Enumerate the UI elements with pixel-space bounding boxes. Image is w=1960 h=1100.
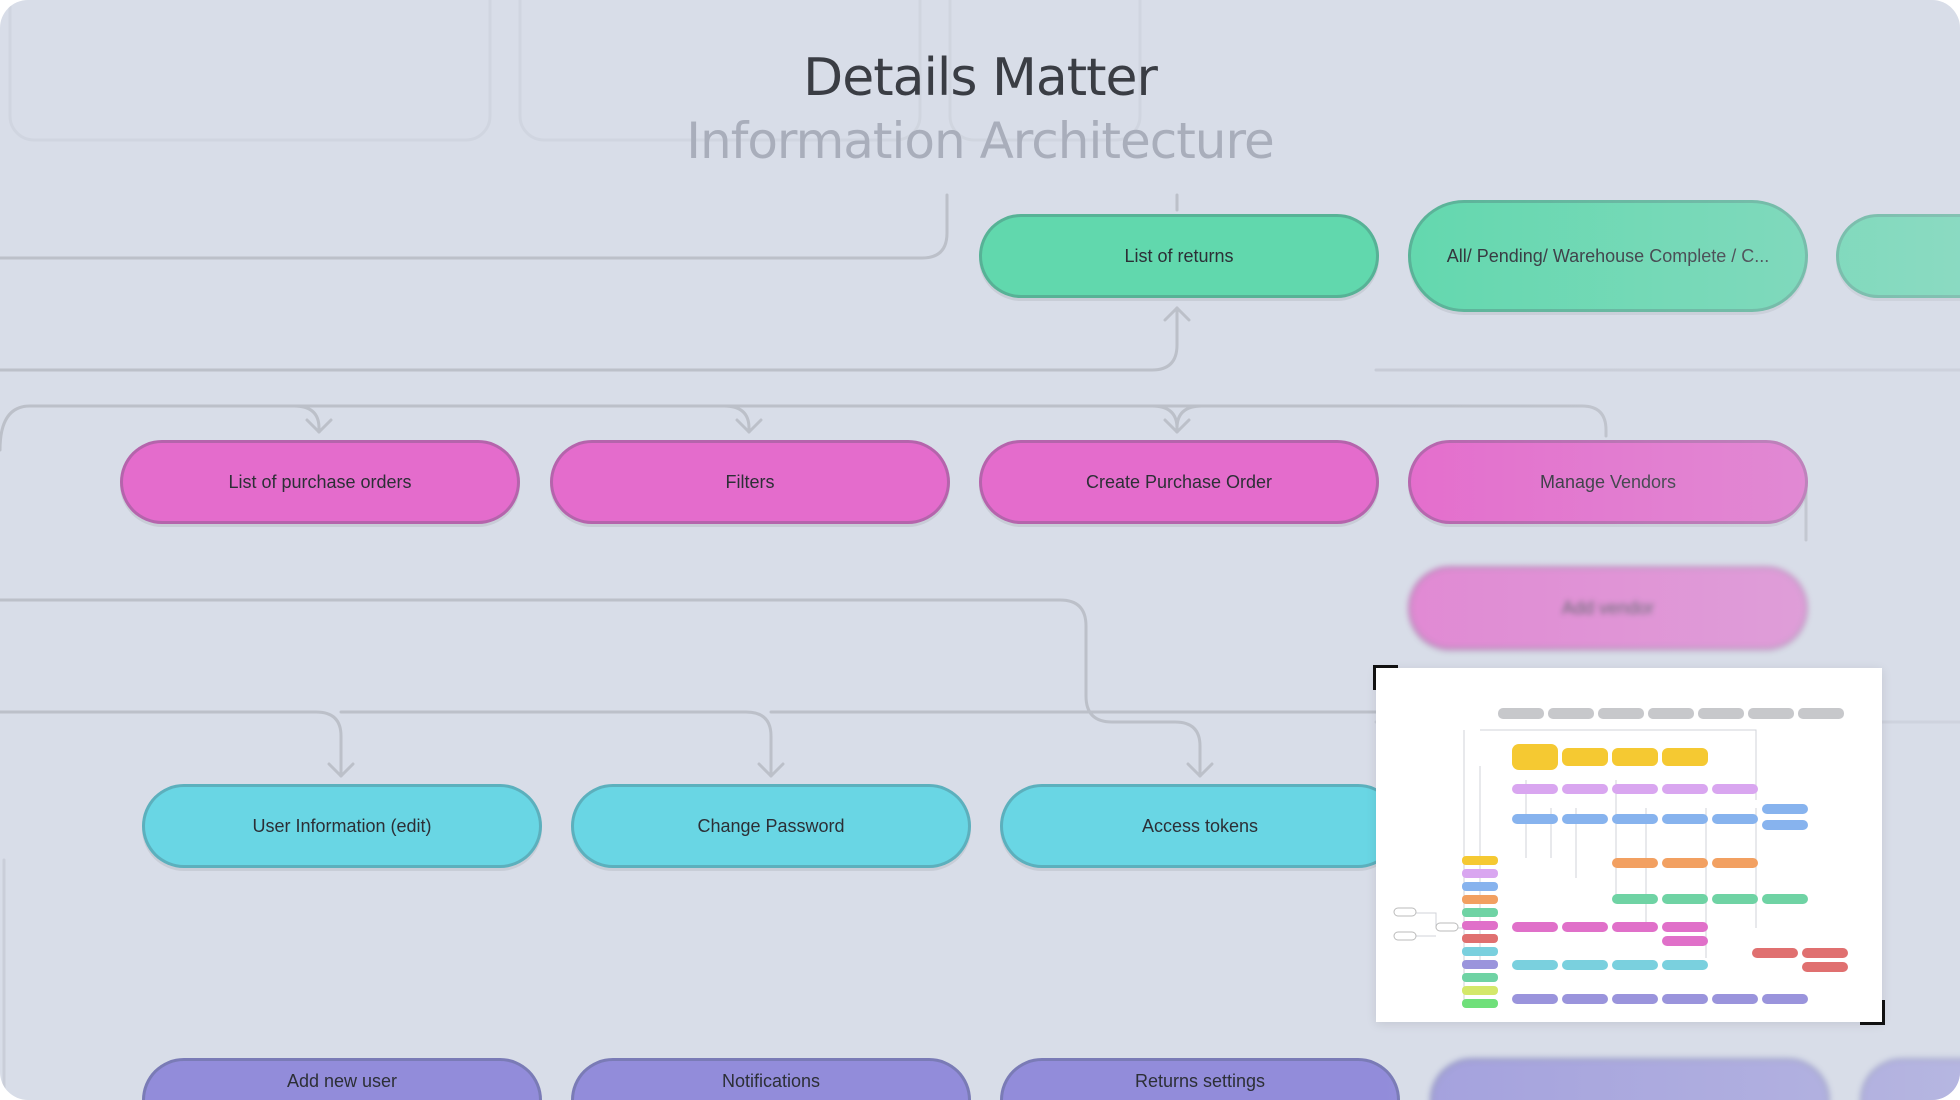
- node-purple-blurred-1[interactable]: [1430, 1058, 1830, 1100]
- node-filters[interactable]: Filters: [550, 440, 950, 524]
- minimap-corner-bottom-right: [1860, 1000, 1885, 1025]
- minimap-corner-top-left: [1373, 665, 1398, 690]
- node-change-password[interactable]: Change Password: [571, 784, 971, 868]
- node-list-of-purchase-orders[interactable]: List of purchase orders: [120, 440, 520, 524]
- node-list-of-returns[interactable]: List of returns: [979, 214, 1379, 298]
- node-access-tokens[interactable]: Access tokens: [1000, 784, 1400, 868]
- minimap-diagram: [1393, 708, 1848, 1008]
- node-notifications[interactable]: Notifications: [571, 1058, 971, 1100]
- node-add-new-user[interactable]: Add new user: [142, 1058, 542, 1100]
- page-subtitle: Information Architecture: [686, 112, 1274, 170]
- node-create-purchase-order[interactable]: Create Purchase Order: [979, 440, 1379, 524]
- node-returns-status-filter[interactable]: All/ Pending/ Warehouse Complete / C...: [1408, 200, 1808, 312]
- page-title: Details Matter: [803, 48, 1158, 108]
- node-returns-extra[interactable]: [1836, 214, 1960, 298]
- node-add-vendor[interactable]: Add vendor: [1408, 566, 1808, 650]
- node-returns-settings[interactable]: Returns settings: [1000, 1058, 1400, 1100]
- minimap-panel[interactable]: [1376, 668, 1882, 1022]
- node-user-information-edit[interactable]: User Information (edit): [142, 784, 542, 868]
- node-manage-vendors[interactable]: Manage Vendors: [1408, 440, 1808, 524]
